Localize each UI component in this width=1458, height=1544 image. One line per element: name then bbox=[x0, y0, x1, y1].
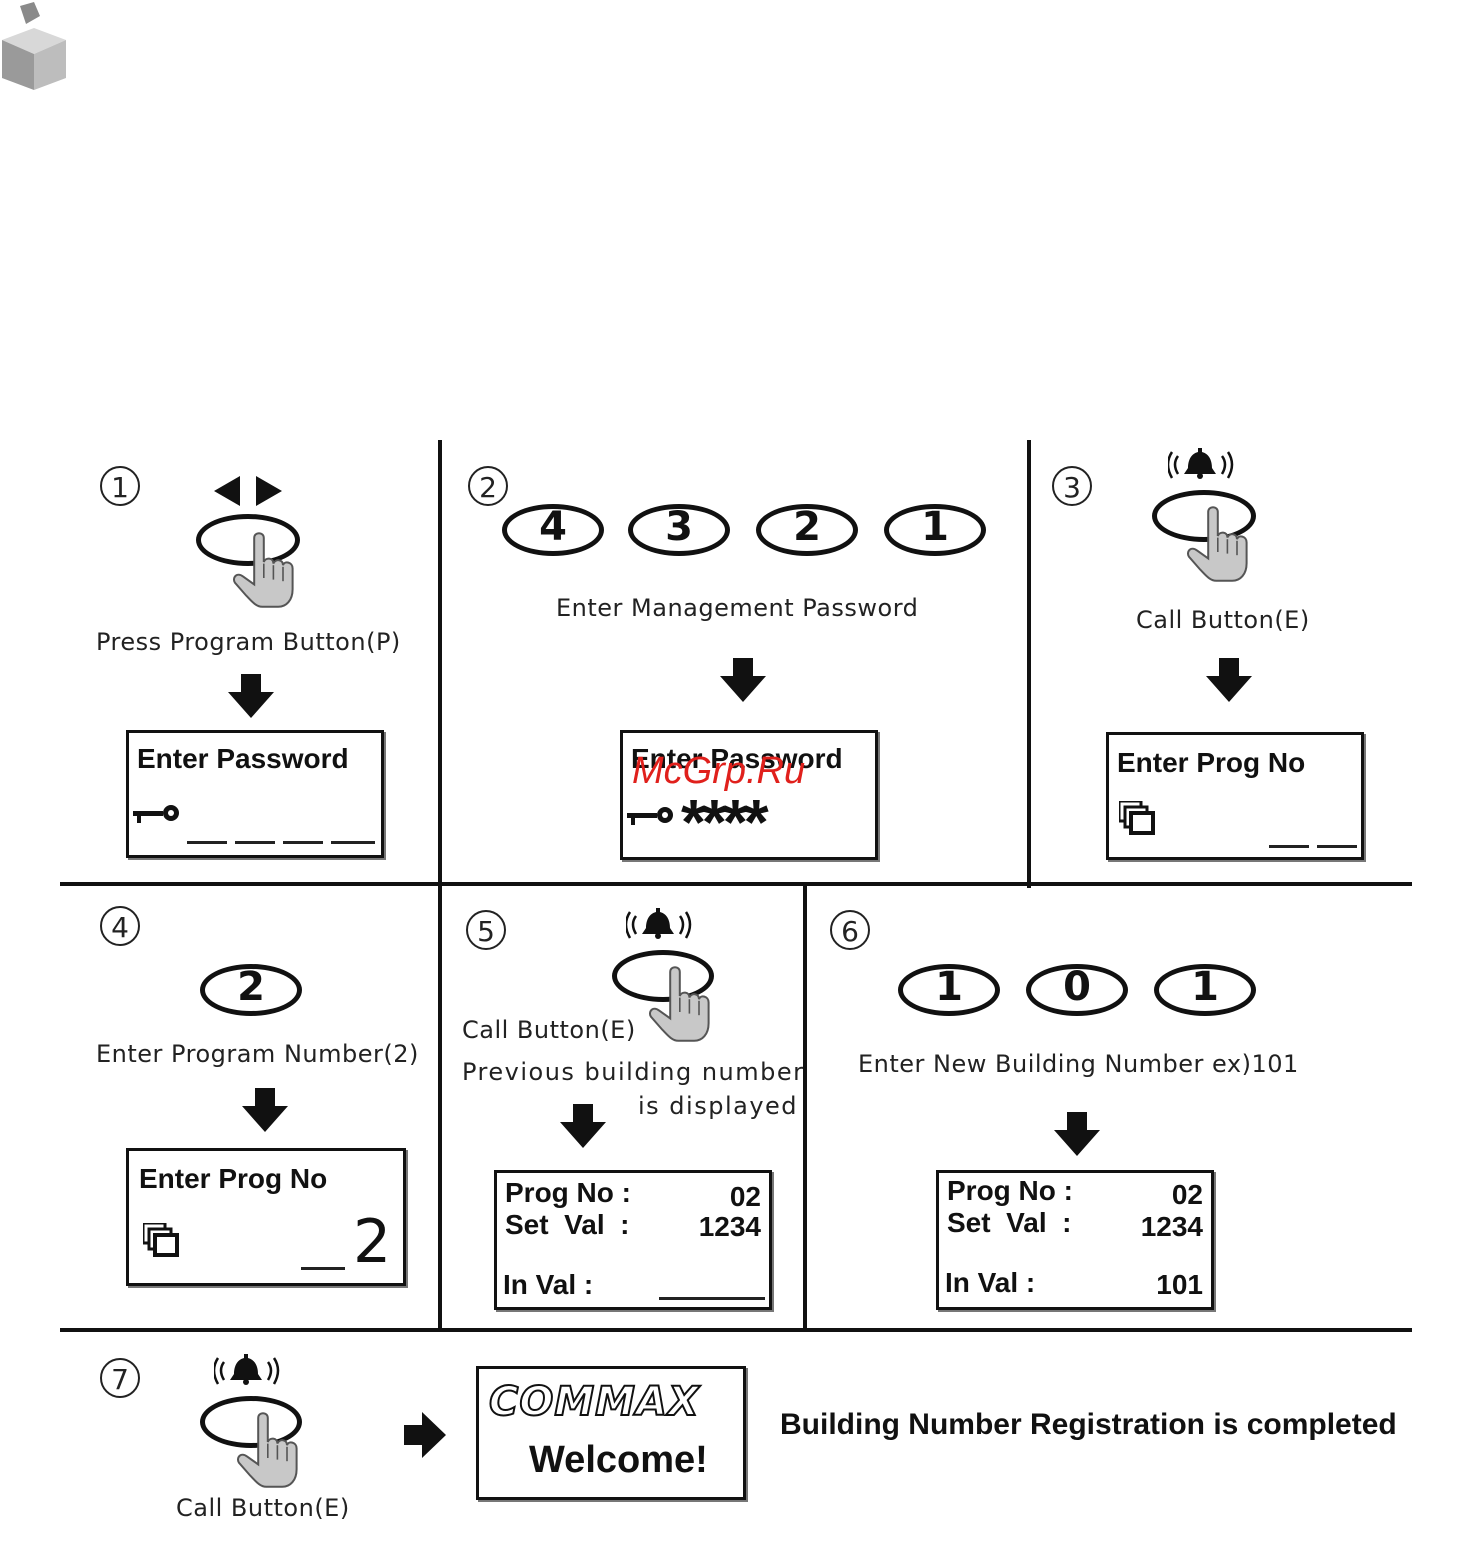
divider bbox=[438, 884, 442, 1332]
password-mask: **** bbox=[681, 786, 769, 858]
lcd-value: 02 bbox=[1171, 1179, 1203, 1210]
welcome-text: Welcome! bbox=[529, 1439, 708, 1481]
divider bbox=[1027, 440, 1031, 888]
step-caption: is displayed bbox=[638, 1092, 799, 1120]
step-caption: Enter Management Password bbox=[556, 594, 919, 622]
lcd-value: 1234 bbox=[1140, 1211, 1203, 1242]
commax-logo: COMMAX bbox=[488, 1378, 700, 1426]
divider bbox=[60, 882, 1412, 886]
cube-logo-icon bbox=[2, 2, 66, 90]
call-button[interactable] bbox=[612, 950, 714, 1002]
bell-icon bbox=[626, 906, 692, 941]
down-arrow-icon bbox=[560, 1104, 606, 1148]
call-button-icon bbox=[236, 1412, 298, 1488]
key-button[interactable]: 3 bbox=[628, 504, 730, 556]
lcd-display: Enter Password bbox=[126, 730, 384, 858]
down-arrow-icon bbox=[1206, 658, 1252, 702]
step-number: 6 bbox=[830, 910, 870, 950]
watermark: McGrp.Ru bbox=[632, 750, 806, 792]
program-button-icon bbox=[232, 532, 294, 608]
step-caption: Call Button(E) bbox=[462, 1016, 636, 1044]
key-icon bbox=[627, 807, 673, 825]
key-button[interactable]: 0 bbox=[1026, 964, 1128, 1016]
lcd-line: Enter Password bbox=[137, 743, 349, 774]
call-button[interactable] bbox=[1152, 490, 1256, 542]
lcd-value: 02 bbox=[729, 1181, 761, 1212]
key-button[interactable]: 4 bbox=[502, 504, 604, 556]
step-caption: Enter New Building Number ex)101 bbox=[858, 1050, 1299, 1078]
lcd-display: Prog No : 02 Set Val : 1234 In Val : 101 bbox=[936, 1170, 1214, 1310]
bell-icon bbox=[214, 1352, 280, 1387]
call-button-icon bbox=[1186, 506, 1248, 582]
lcd-line: Enter Prog No bbox=[139, 1163, 328, 1194]
key-button[interactable]: 1 bbox=[898, 964, 1000, 1016]
key-button[interactable]: 2 bbox=[756, 504, 858, 556]
lcd-value: 101 bbox=[1156, 1269, 1203, 1300]
lcd-display: Prog No : 02 Set Val : 1234 In Val : bbox=[494, 1170, 772, 1310]
call-button-icon bbox=[648, 966, 710, 1042]
program-button[interactable] bbox=[196, 514, 300, 566]
down-arrow-icon bbox=[228, 674, 274, 718]
step-number: 2 bbox=[468, 466, 508, 506]
divider bbox=[438, 440, 442, 888]
lcd-label: Prog No : bbox=[947, 1175, 1073, 1206]
step-caption: Previous building number bbox=[462, 1058, 805, 1086]
lcd-label: Prog No : bbox=[505, 1177, 631, 1208]
lcd-label: Set Val : bbox=[505, 1209, 630, 1240]
lcd-value: 1234 bbox=[698, 1211, 761, 1242]
key-button[interactable]: 1 bbox=[1154, 964, 1256, 1016]
divider bbox=[803, 884, 807, 1332]
down-arrow-icon bbox=[1054, 1112, 1100, 1156]
result-text: Building Number Registration is complete… bbox=[780, 1408, 1397, 1441]
step-number: 5 bbox=[466, 910, 506, 950]
lcd-display: COMMAX Welcome! bbox=[476, 1366, 746, 1500]
lcd-display: Enter Prog No bbox=[1106, 732, 1364, 860]
step-caption: Call Button(E) bbox=[1136, 606, 1310, 634]
step-number: 4 bbox=[100, 906, 140, 946]
key-button[interactable]: 2 bbox=[200, 964, 302, 1016]
step-number: 3 bbox=[1052, 466, 1092, 506]
lcd-line: Enter Password bbox=[631, 743, 843, 774]
step-caption: Enter Program Number(2) bbox=[96, 1040, 419, 1068]
call-button[interactable] bbox=[200, 1396, 302, 1448]
bell-icon bbox=[1168, 446, 1234, 481]
step-caption: Press Program Button(P) bbox=[96, 628, 401, 656]
lcd-label: In Val : bbox=[945, 1267, 1036, 1298]
lcd-label: In Val : bbox=[503, 1269, 594, 1300]
lcd-display: Enter Password **** bbox=[620, 730, 878, 860]
step-number: 7 bbox=[100, 1358, 140, 1398]
down-arrow-icon bbox=[720, 658, 766, 702]
lcd-value: 2 bbox=[353, 1207, 392, 1277]
step-number: 1 bbox=[100, 466, 140, 506]
left-right-arrows-icon bbox=[214, 476, 282, 506]
prog-no-icon bbox=[143, 1223, 179, 1257]
key-button[interactable]: 1 bbox=[884, 504, 986, 556]
lcd-display: Enter Prog No 2 bbox=[126, 1148, 406, 1286]
prog-no-icon bbox=[1119, 801, 1155, 835]
key-icon bbox=[133, 805, 179, 823]
lcd-line: Enter Prog No bbox=[1117, 747, 1306, 778]
lcd-label: Set Val : bbox=[947, 1207, 1072, 1238]
divider bbox=[60, 1328, 1412, 1332]
step-caption: Call Button(E) bbox=[176, 1494, 350, 1522]
right-arrow-icon bbox=[404, 1412, 446, 1458]
down-arrow-icon bbox=[242, 1088, 288, 1132]
